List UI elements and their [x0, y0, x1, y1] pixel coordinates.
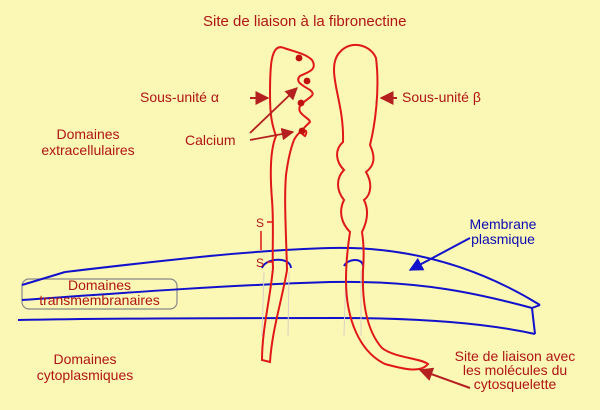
- cytoplasmic-label-line2: cytoplasmiques: [36, 367, 134, 383]
- transmembrane-label-line1: Domaines: [67, 277, 132, 293]
- calcium-dot: [298, 127, 306, 135]
- cytoplasmic-label-line1: Domaines: [53, 351, 117, 367]
- membrane-left-edge: [21, 271, 66, 286]
- alpha-subunit-label: Sous-unité α: [140, 89, 219, 105]
- calcium-arrow: [249, 87, 298, 134]
- calcium-label: Calcium: [185, 132, 236, 148]
- disulfide-bridge: [260, 221, 273, 263]
- cytoskeleton-arrow: [418, 367, 471, 389]
- membrane-label-line2: plasmique: [471, 231, 535, 247]
- disulfide-s-label: S: [256, 216, 265, 230]
- beta-subunit-outline: [332, 43, 430, 371]
- beta-subunit-label: Sous-unité β: [402, 89, 481, 105]
- membrane-opening-left: [261, 258, 292, 269]
- transmembrane-label-box: [21, 278, 178, 310]
- transmembrane-label-line2: transmembranaires: [39, 292, 160, 308]
- membrane-channel-lines: [261, 269, 362, 337]
- cytoskeleton-label-line3: cytosquelette: [473, 376, 557, 392]
- cytoskeleton-label-line1: Site de liaison avec: [454, 348, 576, 364]
- plasma-membrane: [17, 246, 541, 337]
- alpha-subunit-outline: [260, 46, 315, 364]
- membrane-inner-layer: [17, 316, 536, 335]
- calcium-dot: [295, 54, 303, 62]
- extracellular-label-line1: Domaines: [56, 126, 120, 142]
- membrane-outer-layer: [64, 246, 541, 306]
- calcium-dot: [297, 99, 305, 107]
- calcium-arrow: [249, 127, 295, 141]
- calcium-dot: [303, 77, 311, 85]
- membrane-right-edge: [530, 304, 541, 335]
- membrane-arrow: [408, 237, 471, 271]
- extracellular-label-line2: extracellulaires: [41, 142, 135, 158]
- fibronectin-binding-site-label: Site de liaison à la fibronectine: [203, 13, 407, 30]
- membrane-label-line1: Membrane: [469, 216, 537, 232]
- disulfide-s-label: S: [256, 256, 265, 270]
- cytoskeleton-label-line2: les molécules du: [462, 362, 568, 378]
- membrane-middle-layer: [21, 280, 533, 309]
